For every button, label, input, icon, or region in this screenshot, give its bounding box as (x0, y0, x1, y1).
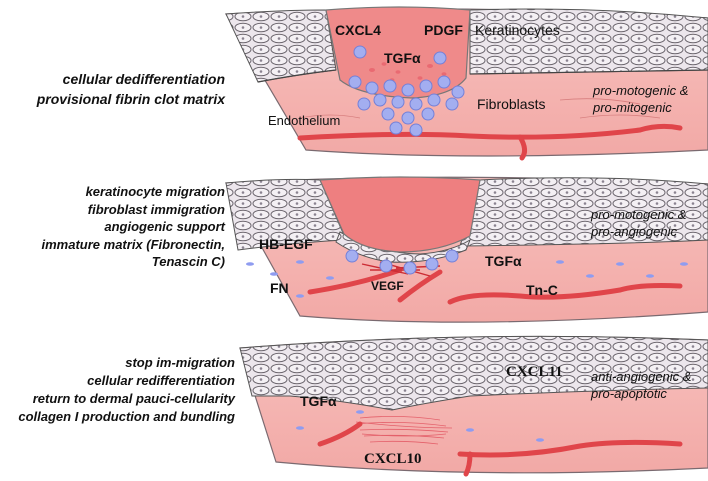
panel-2-process-line: immature matrix (Fibronectin, (41, 236, 225, 252)
panel-3-collagen-scar (355, 416, 453, 445)
panel-3-effect-line: anti-angiogenic & (591, 369, 692, 384)
panel-3-process-text: stop im-migration cellular redifferentia… (18, 354, 235, 426)
panel-3-process-line: stop im-migration (125, 355, 235, 370)
panel-3-effect-line: pro-apoptotic (591, 386, 667, 401)
panel-1-inflammatory-cells (348, 45, 465, 137)
panel-2-process-line: angiogenic support (104, 219, 225, 234)
panel-1-effect-text: pro-motogenic & pro-mitogenic (593, 82, 688, 116)
panel-1-blood-vessel (297, 123, 683, 161)
tgfa-label-2: TGFα (485, 253, 522, 269)
hb-egf-label: HB-EGF (259, 236, 313, 252)
panel-1-effect-line: pro-mitogenic (593, 100, 672, 115)
vegf-label: VEGF (371, 279, 404, 293)
panel-1-epidermis-right (469, 8, 708, 75)
panel-2-effect-line: pro-motogenic & (591, 207, 687, 222)
panel-2-effect-line: pro-angiogenic (591, 224, 678, 239)
panel-3-process-line: collagen I production and bundling (18, 409, 235, 424)
panel-1-process-line: cellular dedifferentiation (62, 71, 225, 87)
panel-1-process-text: cellular dedifferentiation provisional f… (37, 69, 225, 109)
fibroblasts-label: Fibroblasts (477, 96, 546, 112)
panel-2-matrix-dots (246, 260, 688, 298)
tgfa-label-3: TGFα (300, 393, 337, 409)
panel-2-fibroblasts (345, 249, 459, 275)
panel-2-epidermis-right (459, 177, 708, 247)
panel-2-clot (319, 176, 481, 253)
panel-2-process-line: fibroblast immigration (87, 201, 225, 217)
panel-1-epidermis-left (225, 9, 337, 83)
panel-2-process-line: keratinocyte migration (85, 184, 225, 199)
panel-3-effect-text: anti-angiogenic & pro-apoptotic (591, 368, 691, 402)
panel-1-platelets (369, 62, 447, 82)
panel-1-illustration (224, 6, 708, 161)
panel-1-effect-line: pro-motogenic & (593, 83, 689, 98)
panel-2-effect-text: pro-motogenic & pro-angiogenic (591, 206, 686, 240)
tn-c-label: Tn-C (526, 282, 558, 298)
tgfa-label-1: TGFα (384, 50, 421, 66)
panel-3-process-line: cellular redifferentiation (87, 373, 235, 388)
keratinocytes-label: Keratinocytes (475, 22, 560, 38)
panel-3-fibroblasts (296, 410, 544, 442)
panel-3-process-line: return to dermal pauci-cellularity (32, 391, 235, 406)
panel-1-dermal-fibers (299, 98, 661, 119)
fn-label: FN (270, 280, 289, 296)
pdgf-label: PDGF (424, 22, 463, 38)
panel-2-process-text: keratinocyte migration fibroblast immigr… (42, 183, 225, 271)
endothelium-label: Endothelium (268, 113, 341, 128)
panel-3-epidermis (239, 335, 708, 411)
panel-2-vessels (307, 267, 683, 305)
panel-3-illustration (239, 335, 708, 477)
panel-2-process-line: Tenascin C) (151, 254, 225, 269)
cxcl4-label: CXCL4 (335, 22, 381, 38)
panel-1-process-line: provisional fibrin clot matrix (36, 91, 225, 107)
panel-1-basement-membrane (257, 69, 708, 83)
panel-2-illustration (225, 176, 708, 323)
panel-3-vessels (317, 421, 683, 477)
cxcl11-label: CXCL11 (506, 364, 563, 380)
cxcl10-label: CXCL10 (364, 451, 422, 467)
